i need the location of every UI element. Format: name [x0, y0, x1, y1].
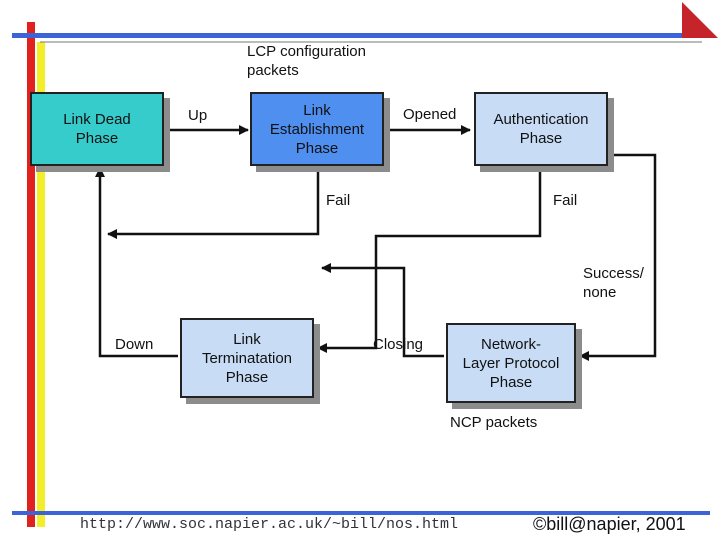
blue-bottom-rule	[12, 511, 710, 515]
link-dead-phase-box: Link Dead Phase	[30, 92, 164, 166]
down-label: Down	[115, 336, 154, 353]
opened-label: Opened	[403, 106, 457, 123]
arrow-down	[95, 167, 178, 358]
network-layer-protocol-phase-box: Network- Layer Protocol Phase	[446, 323, 576, 403]
fail-label-establishment: Fail	[326, 192, 351, 209]
up-label: Up	[188, 107, 208, 124]
arrow-success	[579, 153, 657, 361]
closing-label: Closing	[373, 336, 424, 353]
link-establishment-phase-box: Link Establishment Phase	[250, 92, 384, 166]
arrow-fail-establishment	[107, 170, 320, 239]
footer-url: http://www.soc.napier.ac.uk/~bill/nos.ht…	[80, 516, 459, 533]
footer-copyright: ©bill@napier, 2001	[533, 514, 686, 534]
authentication-phase-box: Authentication Phase	[474, 92, 608, 166]
link-termination-phase-box: Link Terminatation Phase	[180, 318, 314, 398]
corner-triangle	[682, 2, 718, 38]
success-none-label: Success/ none	[583, 265, 644, 301]
blue-top-rule	[12, 33, 702, 38]
fail-label-authentication: Fail	[553, 192, 578, 209]
arrow-fail-authentication	[317, 170, 542, 353]
yellow-vertical-bar	[37, 42, 45, 527]
arrow-closing	[321, 263, 444, 358]
ncp-packets-label: NCP packets	[450, 414, 538, 431]
red-vertical-bar	[27, 22, 35, 527]
lcp-packets-label: LCP configuration packets	[247, 43, 366, 79]
